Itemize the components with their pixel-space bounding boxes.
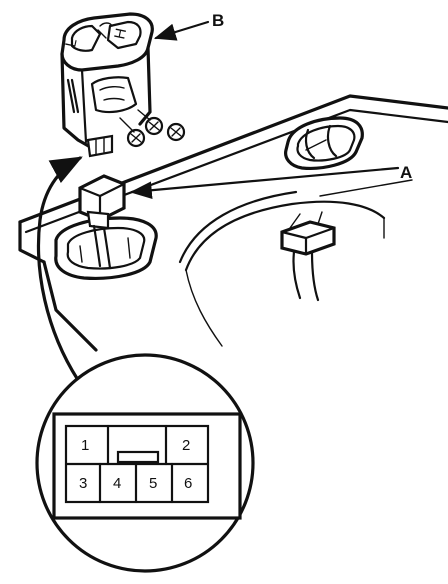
underdash-connector [280, 211, 336, 302]
pin-4: 4 [113, 475, 121, 492]
pin-5: 5 [149, 475, 157, 492]
switch-symbol-right: H [111, 27, 130, 41]
pin-2: 2 [182, 437, 190, 454]
connector-face-view: 1 2 3 4 5 6 [35, 353, 255, 573]
callout-a: A [400, 163, 412, 182]
switch-symbol-left: L [62, 37, 80, 49]
callout-b: B [212, 11, 224, 30]
pin-3: 3 [79, 475, 87, 492]
seat-heater-switch: L H [60, 12, 186, 158]
harness-connector [78, 174, 126, 270]
pin-1: 1 [81, 437, 89, 454]
mounting-screws [119, 109, 186, 148]
rocker-switch [284, 116, 364, 170]
pin-6: 6 [184, 475, 192, 492]
callout-leaders [36, 20, 400, 382]
